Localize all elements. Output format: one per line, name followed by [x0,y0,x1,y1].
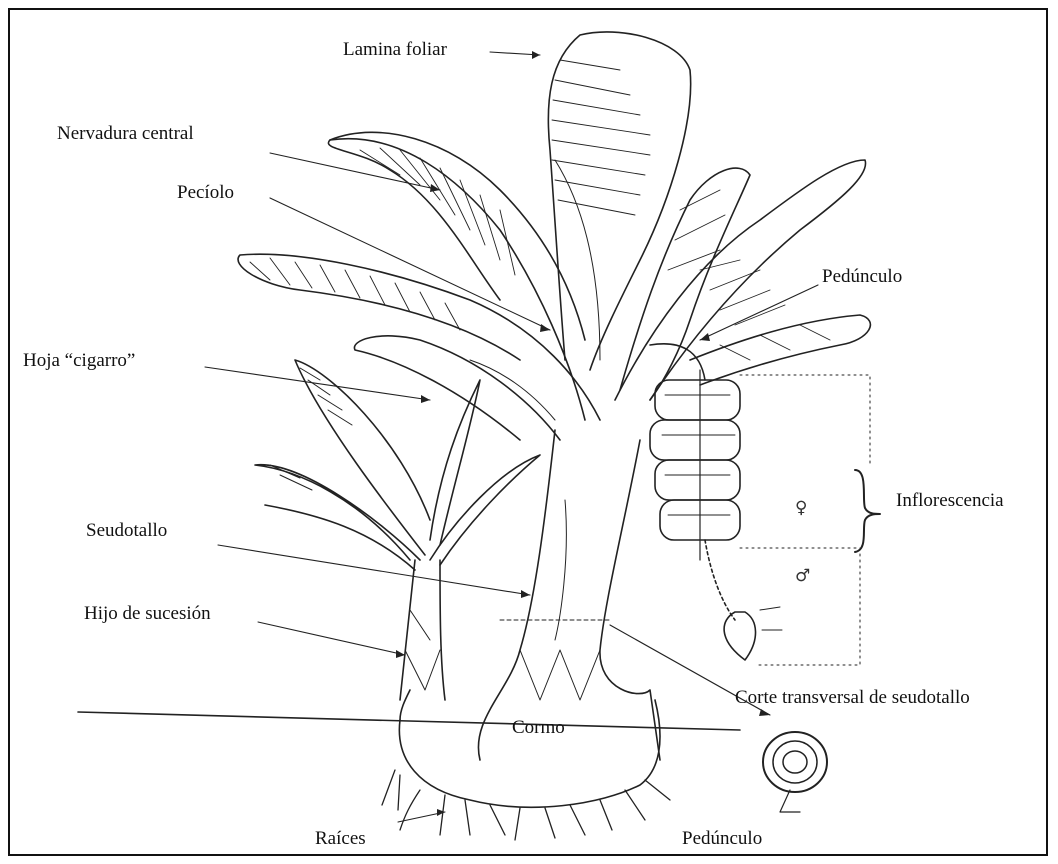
label-corte-transversal: Corte transversal de seudotallo [735,688,970,707]
label-nervadura-central: Nervadura central [57,124,194,143]
leaf-top-center [548,32,690,370]
corm [399,690,660,807]
cross-section [763,732,827,812]
label-pedunculo-top: Pedúnculo [822,267,902,286]
label-pedunculo-bottom: Pedúnculo [682,829,762,848]
leaf-right-middle [620,168,750,400]
male-symbol: ♂ [795,566,810,586]
ground-line [78,712,740,730]
leader-lines [205,52,818,822]
female-symbol: ♀ [795,498,807,518]
leaf-upper-left [328,132,585,420]
label-hoja-cigarro: Hoja “cigarro” [23,351,135,370]
pseudostem [478,430,660,760]
label-inflorescencia: Inflorescencia [896,491,1004,510]
label-cormo: Cormo [512,718,565,737]
label-lamina-foliar: Lamina foliar [343,40,447,59]
leaf-middle-left [354,336,560,440]
leaf-left-long [238,254,600,420]
label-hijo-de-sucesion: Hijo de sucesión [84,604,211,623]
label-raices: Raíces [315,829,366,848]
label-peciolo: Pecíolo [177,183,234,202]
inflorescence-boxes [740,375,870,665]
sucker-plant [255,360,540,700]
inflorescence [650,344,782,660]
inflorescence-brace [855,470,880,552]
label-seudotallo: Seudotallo [86,521,167,540]
